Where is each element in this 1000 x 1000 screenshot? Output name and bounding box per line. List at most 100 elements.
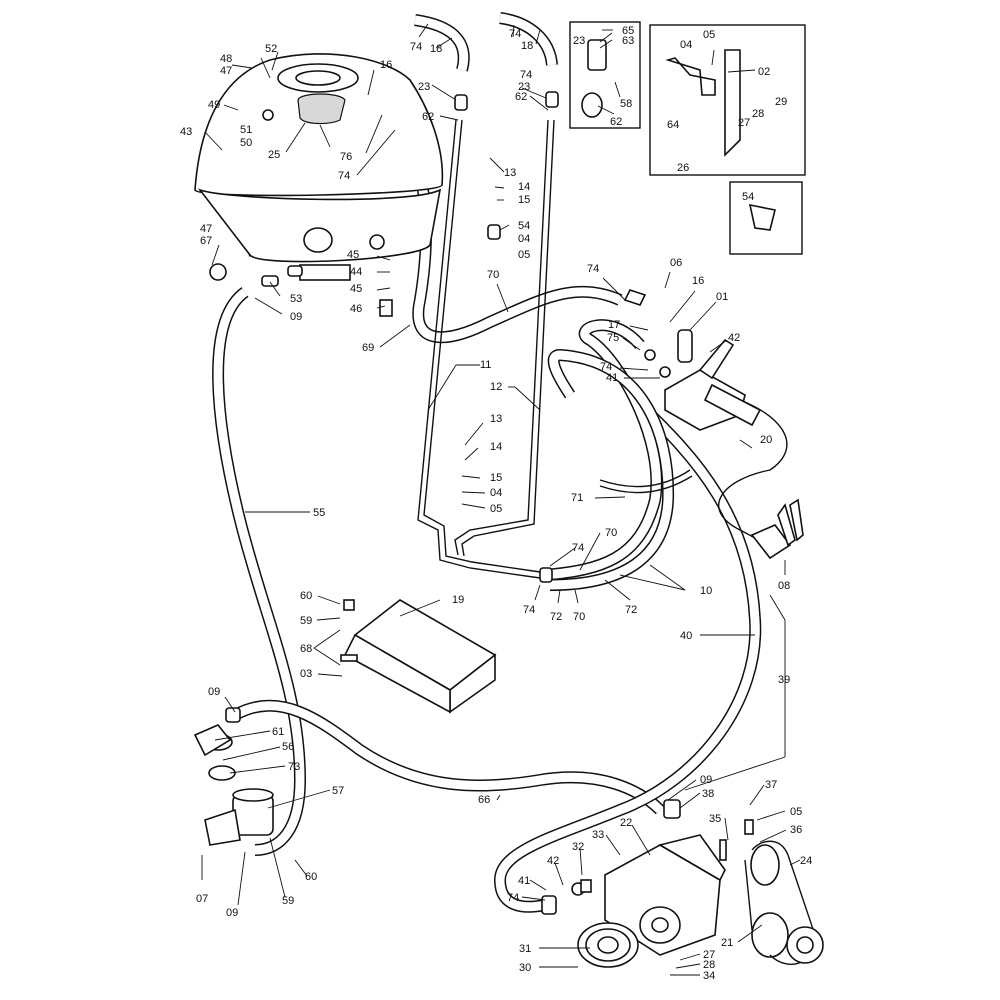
callout-l30: 62 (422, 111, 434, 123)
callout-l18: 54 (742, 191, 754, 203)
callout-l38: 47 (200, 223, 212, 235)
callout-l77: 10 (700, 585, 712, 597)
callout-l109: 31 (519, 943, 531, 955)
callout-l105: 59 (282, 895, 294, 907)
callout-l84: 39 (778, 674, 790, 686)
callout-l103: 07 (196, 893, 208, 905)
callout-l79: 19 (452, 594, 464, 606)
callout-l101: 42 (547, 855, 559, 867)
callout-l86: 61 (272, 726, 284, 738)
callout-l47: 53 (290, 293, 302, 305)
callout-l82: 68 (300, 643, 312, 655)
callout-l41: 04 (518, 233, 530, 245)
callout-l94: 05 (790, 806, 802, 818)
callout-l67: 05 (490, 503, 502, 515)
callout-l52: 16 (692, 275, 704, 287)
callout-l54: 17 (608, 319, 620, 331)
callout-l55: 42 (728, 332, 740, 344)
belt-drive (744, 840, 824, 965)
callout-l56: 75 (607, 332, 619, 344)
callout-l3: 74 (509, 28, 521, 40)
callout-l42: 05 (518, 249, 530, 261)
callout-l14: 28 (752, 108, 764, 120)
callout-l12: 02 (758, 66, 770, 78)
callout-l87: 56 (282, 741, 294, 753)
callout-l88: 73 (288, 761, 300, 773)
callout-l37: 15 (518, 194, 530, 206)
callout-l104: 09 (226, 907, 238, 919)
callout-l33: 76 (340, 151, 352, 163)
callout-l8: 58 (620, 98, 632, 110)
callout-l19: 48 (220, 53, 232, 65)
callout-l111: 28 (703, 959, 715, 971)
callout-l4: 18 (521, 40, 533, 52)
callout-l13: 64 (667, 119, 679, 131)
callout-l48: 09 (290, 311, 302, 323)
callout-l27: 43 (180, 126, 192, 138)
callout-l6: 65 (622, 25, 634, 37)
callout-l98: 22 (620, 817, 632, 829)
callout-l58: 41 (606, 372, 618, 384)
callout-l90: 09 (700, 774, 712, 786)
callout-l110: 27 (703, 949, 715, 961)
tank (194, 53, 444, 281)
callout-l72: 08 (778, 580, 790, 592)
leader-lines (201, 23, 801, 976)
callout-l21: 47 (220, 65, 232, 77)
callout-l95: 35 (709, 813, 721, 825)
callout-l44: 44 (350, 266, 362, 278)
callout-l10: 04 (680, 39, 692, 51)
callout-l73: 74 (523, 604, 535, 616)
callout-l50: 74 (587, 263, 599, 275)
callout-l22: 16 (380, 59, 392, 71)
callout-l85: 09 (208, 686, 220, 698)
fittings (209, 91, 754, 915)
callout-l66: 04 (490, 487, 502, 499)
callout-l69: 55 (313, 507, 325, 519)
inset-boxes (569, 21, 806, 255)
callout-l60: 11 (480, 359, 491, 371)
callout-l107: 74 (507, 892, 519, 904)
callout-l26: 23 (518, 81, 530, 93)
callout-l15: 29 (775, 96, 787, 108)
callout-l46: 46 (350, 303, 362, 315)
callout-l11: 05 (703, 29, 715, 41)
callout-l75: 70 (573, 611, 585, 623)
callout-l93: 38 (702, 788, 714, 800)
callout-l78: 60 (300, 590, 312, 602)
callout-l28: 51 (240, 124, 252, 136)
callout-l35: 13 (504, 167, 516, 179)
callout-l25: 74 (520, 69, 532, 81)
callout-l53: 01 (716, 291, 728, 303)
callout-l20: 52 (265, 43, 277, 55)
callout-l23: 49 (208, 99, 220, 111)
callout-l100: 24 (800, 855, 812, 867)
callout-l70: 70 (605, 527, 617, 539)
callout-l81: 40 (680, 630, 692, 642)
callout-l16: 27 (738, 117, 750, 129)
callout-l92: 66 (478, 794, 490, 806)
callout-l80: 59 (300, 615, 312, 627)
valve-assembly (623, 289, 762, 431)
callout-l24: 23 (418, 81, 430, 93)
callout-l9: 62 (610, 116, 622, 128)
switch-08 (750, 498, 804, 560)
callout-l112: 30 (519, 962, 531, 974)
callout-l63: 14 (490, 441, 502, 453)
callout-l97: 33 (592, 829, 604, 841)
callout-l102: 60 (305, 871, 317, 883)
callout-l68: 71 (571, 492, 583, 504)
callout-l49: 70 (487, 269, 499, 281)
callout-l106: 41 (518, 875, 530, 887)
callout-l71: 74 (572, 542, 584, 554)
callout-l29: 50 (240, 137, 252, 149)
callout-l62: 13 (490, 413, 502, 425)
callout-l36: 14 (518, 181, 530, 193)
bracket-19 (343, 599, 497, 714)
callout-l91: 37 (765, 779, 777, 791)
callout-l1: 74 (410, 41, 422, 53)
callout-l17: 26 (677, 162, 689, 174)
callout-l32: 25 (268, 149, 280, 161)
callout-l5: 23 (573, 35, 585, 47)
